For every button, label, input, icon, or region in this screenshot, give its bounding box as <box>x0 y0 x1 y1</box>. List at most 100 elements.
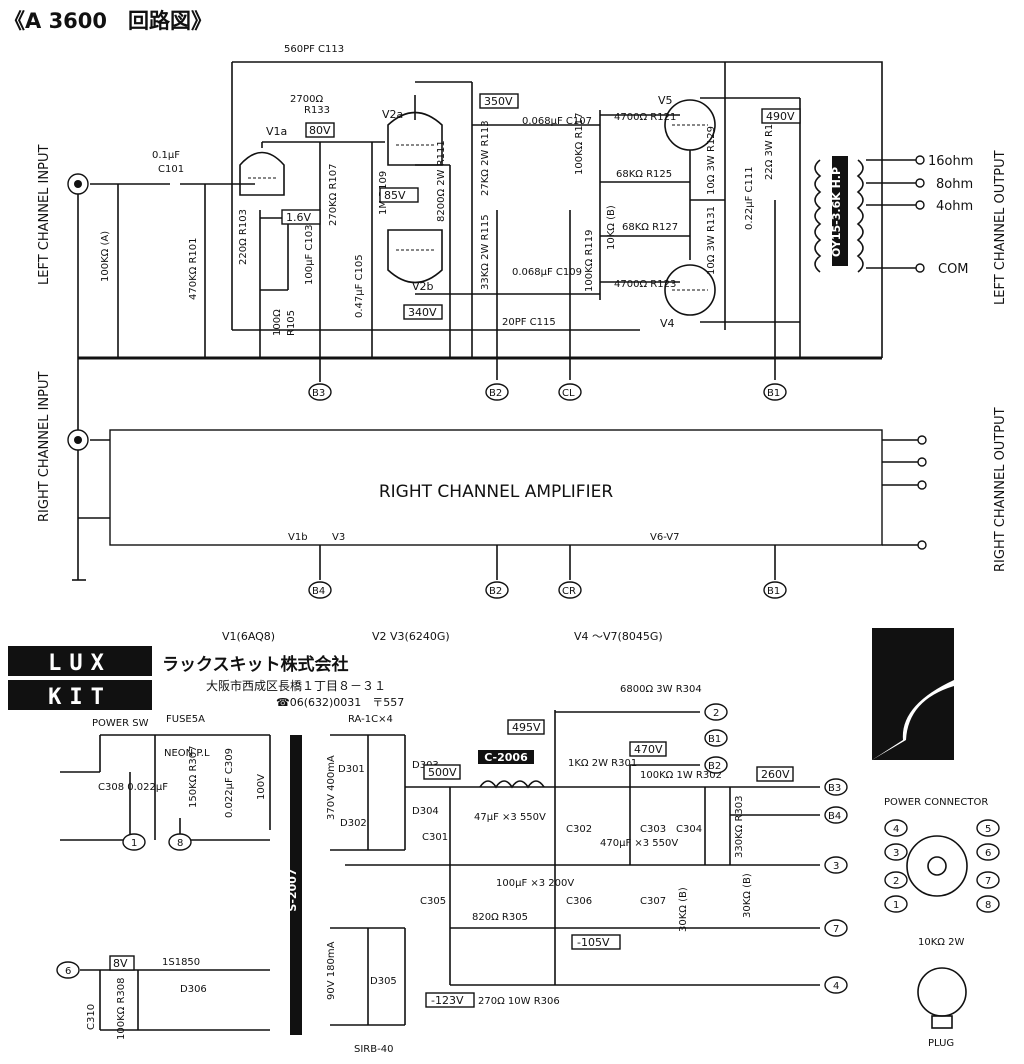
svg-text:B4: B4 <box>312 586 325 597</box>
left-output-terminals: 16ohm 8ohm 4ohm COM <box>915 154 973 277</box>
svg-text:47μF ×3 550V: 47μF ×3 550V <box>474 812 546 823</box>
svg-text:68KΩ R127: 68KΩ R127 <box>622 222 678 233</box>
left-input-jack <box>67 173 89 195</box>
svg-text:POWER CONNECTOR: POWER CONNECTOR <box>884 797 988 808</box>
svg-text:470V: 470V <box>634 743 663 756</box>
svg-text:B1: B1 <box>767 388 780 399</box>
svg-text:R105: R105 <box>286 310 297 336</box>
svg-text:270Ω 10W R306: 270Ω 10W R306 <box>478 996 560 1007</box>
company-address: 大阪市西成区長橋１丁目８－３１ <box>206 678 386 693</box>
left-channel-wiring <box>77 61 916 580</box>
svg-text:8: 8 <box>985 900 991 911</box>
svg-text:C301: C301 <box>422 832 448 843</box>
svg-text:4700Ω R121: 4700Ω R121 <box>614 112 676 123</box>
svg-text:C307: C307 <box>640 896 666 907</box>
svg-text:5: 5 <box>985 824 991 835</box>
page-title: 《A 3600 回路図》 <box>4 9 212 33</box>
svg-text:KIT: KIT <box>48 685 112 710</box>
svg-text:C306: C306 <box>566 896 592 907</box>
svg-text:220Ω R103: 220Ω R103 <box>238 209 249 265</box>
svg-text:350V: 350V <box>484 95 513 108</box>
svg-text:NEON P.L: NEON P.L <box>164 748 210 759</box>
svg-text:2: 2 <box>893 876 899 887</box>
svg-text:C304: C304 <box>676 824 702 835</box>
svg-text:1S1850: 1S1850 <box>162 957 200 968</box>
svg-text:C302: C302 <box>566 824 592 835</box>
svg-text:33KΩ 2W R115: 33KΩ 2W R115 <box>480 214 491 290</box>
svg-text:RIGHT CHANNEL AMPLIFIER: RIGHT CHANNEL AMPLIFIER <box>379 482 613 502</box>
svg-text:100KΩ (A): 100KΩ (A) <box>100 231 111 282</box>
svg-text:4: 4 <box>893 824 899 835</box>
svg-text:495V: 495V <box>512 721 541 734</box>
power-connector: POWER CONNECTOR 4 5 3 6 2 7 1 8 10KΩ 2W … <box>884 797 1000 1049</box>
svg-text:0.47μF C105: 0.47μF C105 <box>354 254 365 318</box>
tube-v2a: V2a <box>382 108 443 166</box>
svg-text:0.068μF C109: 0.068μF C109 <box>512 267 582 278</box>
tube-v4: V4 <box>660 264 716 330</box>
svg-text:490V: 490V <box>766 110 795 123</box>
svg-text:8ohm: 8ohm <box>936 177 973 192</box>
svg-text:FUSE5A: FUSE5A <box>166 714 205 725</box>
svg-text:100Ω: 100Ω <box>272 309 283 336</box>
svg-text:S-2007: S-2007 <box>286 868 299 911</box>
svg-text:470KΩ R101: 470KΩ R101 <box>188 238 199 301</box>
svg-text:D302: D302 <box>340 818 367 829</box>
svg-text:470μF ×3 550V: 470μF ×3 550V <box>600 838 678 849</box>
svg-text:27KΩ 2W R113: 27KΩ 2W R113 <box>480 120 491 196</box>
right-input-label: RIGHT CHANNEL INPUT <box>37 372 52 522</box>
svg-text:2700Ω: 2700Ω <box>290 94 323 105</box>
svg-text:V2a: V2a <box>382 108 403 121</box>
svg-text:B1: B1 <box>767 586 780 597</box>
luxkit-logo: LUX KIT <box>8 646 152 710</box>
power-voltage-tags: 500V 495V 470V 260V -105V -123V 8V <box>109 719 794 1008</box>
svg-text:V3: V3 <box>332 532 345 543</box>
tube-v1a: V1a <box>239 125 287 196</box>
svg-text:3: 3 <box>893 848 899 859</box>
company-name: ラックスキット株式会社 <box>162 654 349 675</box>
power-labels: POWER SW FUSE5A NEON P.L C308 0.022μF 15… <box>86 684 753 1055</box>
svg-text:C101: C101 <box>158 164 184 175</box>
svg-text:CL: CL <box>562 388 575 399</box>
svg-text:340V: 340V <box>408 306 437 319</box>
svg-text:0.1μF: 0.1μF <box>152 150 180 161</box>
svg-text:7: 7 <box>985 876 991 887</box>
svg-text:V5: V5 <box>658 94 673 107</box>
svg-text:8200Ω 2W R111: 8200Ω 2W R111 <box>436 140 447 222</box>
svg-text:B1: B1 <box>708 734 721 745</box>
svg-text:7: 7 <box>833 924 839 935</box>
svg-text:150KΩ R307: 150KΩ R307 <box>188 746 199 809</box>
svg-text:RA-1C×4: RA-1C×4 <box>348 714 393 725</box>
svg-text:-105V: -105V <box>577 936 610 949</box>
svg-text:V4: V4 <box>660 317 675 330</box>
svg-text:6: 6 <box>65 966 71 977</box>
svg-text:1.6V: 1.6V <box>286 211 311 224</box>
company-phone: ☎06(632)0031 〒557 <box>276 696 404 709</box>
svg-text:B2: B2 <box>489 586 502 597</box>
tube-v2b: V2b <box>387 229 443 293</box>
svg-text:LUX: LUX <box>48 651 112 676</box>
svg-text:8: 8 <box>177 838 183 849</box>
svg-text:100KΩ 1W R302: 100KΩ 1W R302 <box>640 770 722 781</box>
svg-text:16ohm: 16ohm <box>928 154 973 169</box>
svg-text:B4: B4 <box>828 811 841 822</box>
tube-v5: V5 <box>658 94 716 151</box>
svg-text:D304: D304 <box>412 806 439 817</box>
svg-text:260V: 260V <box>761 768 790 781</box>
bus-tags-left: B3 B2 CL B1 <box>308 383 787 401</box>
svg-text:10KΩ 2W: 10KΩ 2W <box>918 937 964 948</box>
svg-text:8V: 8V <box>113 957 128 970</box>
svg-text:100μF C103: 100μF C103 <box>304 225 315 285</box>
svg-text:500V: 500V <box>428 766 457 779</box>
svg-text:D305: D305 <box>370 976 397 987</box>
power-output-terminals: 2 B1 B2 B3 B4 3 7 4 1 8 6 <box>56 703 848 994</box>
svg-text:4: 4 <box>833 981 839 992</box>
svg-text:80V: 80V <box>309 124 331 137</box>
svg-text:3: 3 <box>833 861 839 872</box>
svg-text:V2 V3(6240G): V2 V3(6240G) <box>372 630 450 643</box>
svg-text:85V: 85V <box>384 189 406 202</box>
svg-text:20PF C115: 20PF C115 <box>502 317 556 328</box>
svg-text:1KΩ 2W R301: 1KΩ 2W R301 <box>568 758 637 769</box>
svg-text:V1b: V1b <box>288 532 308 543</box>
svg-text:2: 2 <box>713 708 719 719</box>
svg-text:100V: 100V <box>256 774 267 800</box>
